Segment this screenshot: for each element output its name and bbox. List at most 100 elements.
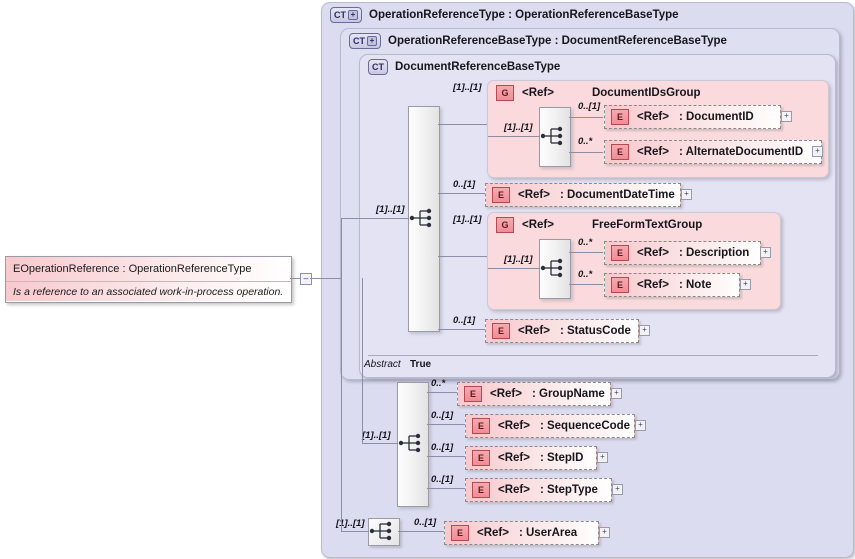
cardinality-label: 0..*	[578, 237, 593, 248]
abstract-divider	[368, 355, 818, 356]
expand-plus-icon[interactable]: +	[612, 484, 623, 495]
root-element-header: E OperationReference : OperationReferenc…	[6, 257, 291, 282]
group-header-free-form-text-group: G <Ref> FreeFormTextGroup	[496, 217, 702, 233]
cardinality-label: [1]..[1]	[362, 430, 391, 441]
collapse-toggle-icon[interactable]: –	[300, 273, 312, 285]
connector	[427, 488, 466, 489]
connector	[569, 117, 603, 118]
cardinality-label: [1]..[1]	[336, 518, 365, 529]
element-note[interactable]: E <Ref> : Note	[604, 273, 740, 297]
root-element-card[interactable]: E OperationReference : OperationReferenc…	[5, 256, 292, 303]
container-title: OperationReferenceType : OperationRefere…	[369, 9, 679, 21]
element-name-label: : Note	[678, 279, 712, 291]
cardinality-label: [1]..[1]	[376, 204, 405, 215]
expand-plus-icon[interactable]: +	[635, 420, 646, 431]
expand-plus-icon[interactable]: +	[681, 189, 692, 200]
connector	[427, 392, 466, 393]
sequence-compositor[interactable]	[539, 239, 571, 299]
expand-plus-icon[interactable]: +	[639, 325, 650, 336]
element-document-date-time[interactable]: E <Ref> : DocumentDateTime	[485, 183, 681, 207]
element-alternate-document-id[interactable]: E <Ref> : AlternateDocumentID	[604, 140, 822, 164]
element-badge-icon: E	[611, 245, 629, 261]
element-sequence-code[interactable]: E <Ref> : SequenceCode	[465, 414, 635, 438]
connector	[427, 424, 466, 425]
element-document-id[interactable]: E <Ref> : DocumentID	[604, 105, 781, 129]
expand-plus-icon[interactable]: +	[599, 527, 610, 538]
connector	[290, 278, 301, 279]
cardinality-label: 0..*	[578, 269, 593, 280]
element-step-type[interactable]: E <Ref> : StepType	[465, 478, 612, 502]
expand-plus-icon[interactable]: +	[348, 10, 358, 20]
connector	[398, 531, 445, 532]
sequence-compositor[interactable]	[539, 107, 571, 167]
element-description[interactable]: E <Ref> : Description	[604, 241, 761, 265]
element-badge-icon: E	[472, 450, 490, 466]
cardinality-label: 0..[1]	[431, 474, 454, 485]
connector	[438, 193, 485, 194]
expand-plus-icon[interactable]: +	[367, 36, 377, 46]
element-group-name[interactable]: E <Ref> : GroupName	[457, 382, 611, 406]
expand-plus-icon[interactable]: +	[611, 388, 622, 399]
connector	[427, 456, 466, 457]
element-user-area[interactable]: E <Ref> : UserArea	[444, 521, 599, 545]
element-ref-label: <Ref>	[498, 452, 530, 464]
cardinality-label: 0..[1]	[453, 179, 476, 190]
element-name-label: : DocumentDateTime	[559, 189, 675, 201]
element-ref-label: <Ref>	[490, 388, 522, 400]
connector-spine	[341, 218, 342, 532]
element-name-label: : SequenceCode	[539, 420, 631, 432]
element-badge-icon: E	[492, 187, 510, 203]
abstract-label: Abstract	[364, 359, 401, 370]
element-badge-icon: E	[451, 525, 469, 541]
expand-plus-icon[interactable]: +	[740, 279, 751, 290]
element-badge-icon: E	[611, 109, 629, 125]
container-header-document-reference-base-type: CT DocumentReferenceBaseType	[368, 59, 560, 75]
element-ref-label: <Ref>	[637, 111, 669, 123]
cardinality-label: [1]..[1]	[453, 82, 482, 93]
abstract-value: True	[410, 359, 432, 370]
root-element-description: Is a reference to an associated work-in-…	[13, 285, 284, 298]
cardinality-label: 0..[1]	[414, 517, 437, 528]
element-ref-label: <Ref>	[498, 420, 530, 432]
element-ref-label: <Ref>	[498, 484, 530, 496]
group-ref-label: <Ref>	[522, 87, 554, 99]
element-badge-icon: E	[492, 323, 510, 339]
connector	[310, 278, 341, 279]
connector	[362, 443, 398, 444]
cardinality-label: [1]..[1]	[504, 254, 533, 265]
container-title: OperationReferenceBaseType : DocumentRef…	[388, 35, 727, 47]
expand-plus-icon[interactable]: +	[597, 452, 608, 463]
element-name-label: : StepType	[539, 484, 598, 496]
connector	[438, 329, 485, 330]
element-name-label: : UserArea	[518, 527, 578, 539]
container-header-operation-reference-base-type: CT+ OperationReferenceBaseType : Documen…	[349, 33, 727, 49]
expand-plus-icon[interactable]: +	[760, 247, 771, 258]
sequence-compositor-operation[interactable]	[397, 382, 429, 507]
group-header-document-ids-group: G <Ref> DocumentIDsGroup	[496, 85, 701, 101]
element-status-code[interactable]: E <Ref> : StatusCode	[485, 319, 639, 343]
element-ref-label: <Ref>	[518, 325, 550, 337]
group-ref-label: <Ref>	[522, 219, 554, 231]
element-badge-icon: E	[611, 144, 629, 160]
group-name-label: FreeFormTextGroup	[591, 219, 703, 231]
cardinality-label: 0..[1]	[578, 101, 601, 112]
element-name-label: : Description	[678, 247, 750, 259]
element-badge-icon: E	[611, 277, 629, 293]
element-name-label: : StatusCode	[559, 325, 631, 337]
cardinality-label: 0..[1]	[453, 315, 476, 326]
cardinality-label: [1]..[1]	[453, 214, 482, 225]
connector	[569, 252, 603, 253]
element-step-id[interactable]: E <Ref> : StepID	[465, 446, 597, 470]
sequence-compositor-base-type[interactable]	[408, 106, 440, 332]
element-badge-icon: E	[464, 386, 482, 402]
container-header-operation-reference-type: CT+ OperationReferenceType : OperationRe…	[330, 7, 679, 23]
sequence-compositor-user-area[interactable]	[368, 518, 400, 546]
element-name-label: : AlternateDocumentID	[678, 146, 804, 158]
connector	[438, 124, 487, 125]
expand-plus-icon[interactable]: +	[812, 146, 823, 157]
element-ref-label: <Ref>	[518, 189, 550, 201]
group-badge-icon: G	[496, 217, 514, 233]
connector	[569, 284, 603, 285]
expand-plus-icon[interactable]: +	[781, 111, 792, 122]
